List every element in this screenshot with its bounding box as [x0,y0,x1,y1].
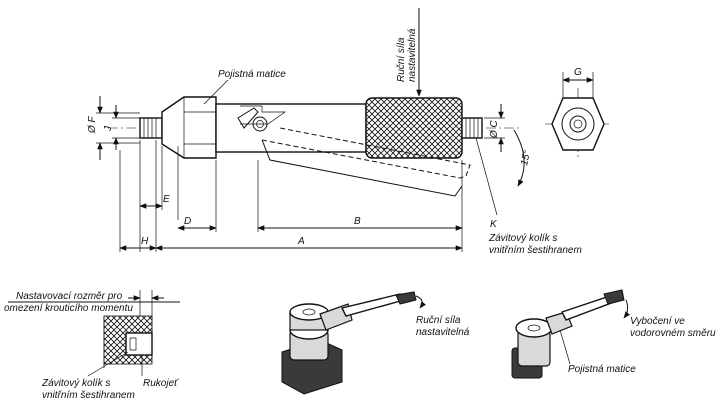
angle-arc [513,129,525,187]
dim-b: B [354,216,361,227]
iso2-lock-nut-label: Pojistná matice [568,364,636,375]
dim-f: Ø F [87,115,98,134]
k-label: K [490,219,498,230]
dim-j: J [103,125,114,132]
iso-view-2 [511,289,631,379]
dim-a: A [297,236,305,247]
dim-h: H [141,236,149,247]
threaded-pin-left [139,117,163,139]
set-screw-label-line2: vnitřním šestihranem [489,245,582,256]
iso1-label-line1: Ruční síla [416,315,461,326]
swung-handle-outline [261,127,471,179]
dim-c: Ø C [489,119,500,139]
detail-screw-label-line1: Závitový kolík s [41,378,110,389]
detail-section [8,290,180,377]
force-label-line1: Ruční síla [396,37,407,82]
adjust-label-line2: omezení krouticího momentu [4,303,133,314]
lock-nut-label: Pojistná matice [218,69,286,80]
dim-g: G [574,67,582,78]
force-label-line2: nastavitelná [407,28,418,82]
dim-angle: 15° [519,150,533,167]
dimension-chain [119,140,463,252]
main-side-view [108,8,520,197]
handle-label: Rukojeť [143,378,179,389]
body-cylinder [215,103,367,153]
adjust-label-line1: Nastavovací rozměr pro [16,291,123,302]
hex-nut-end [551,97,605,151]
iso2-label-line1: Vybočení ve [630,316,685,327]
swung-handle [261,139,463,197]
iso2-label-line2: vodorovném směru [630,328,716,339]
set-screw-label-line1: Závitový kolík s [488,233,557,244]
end-view [545,72,612,160]
dim-d: D [184,216,191,227]
k-leader [475,137,498,216]
force-label: Ruční síla nastavitelná [396,28,418,82]
lock-nut [161,96,217,159]
knurled-handle [365,97,463,159]
dim-e: E [163,194,170,205]
iso-view-1 [281,291,427,395]
threaded-pin-right [461,117,483,139]
detail-screw-label-line2: vnitřním šestihranem [42,390,135,401]
hex-socket-pin [252,116,268,132]
iso1-label-line2: nastavitelná [416,327,470,338]
